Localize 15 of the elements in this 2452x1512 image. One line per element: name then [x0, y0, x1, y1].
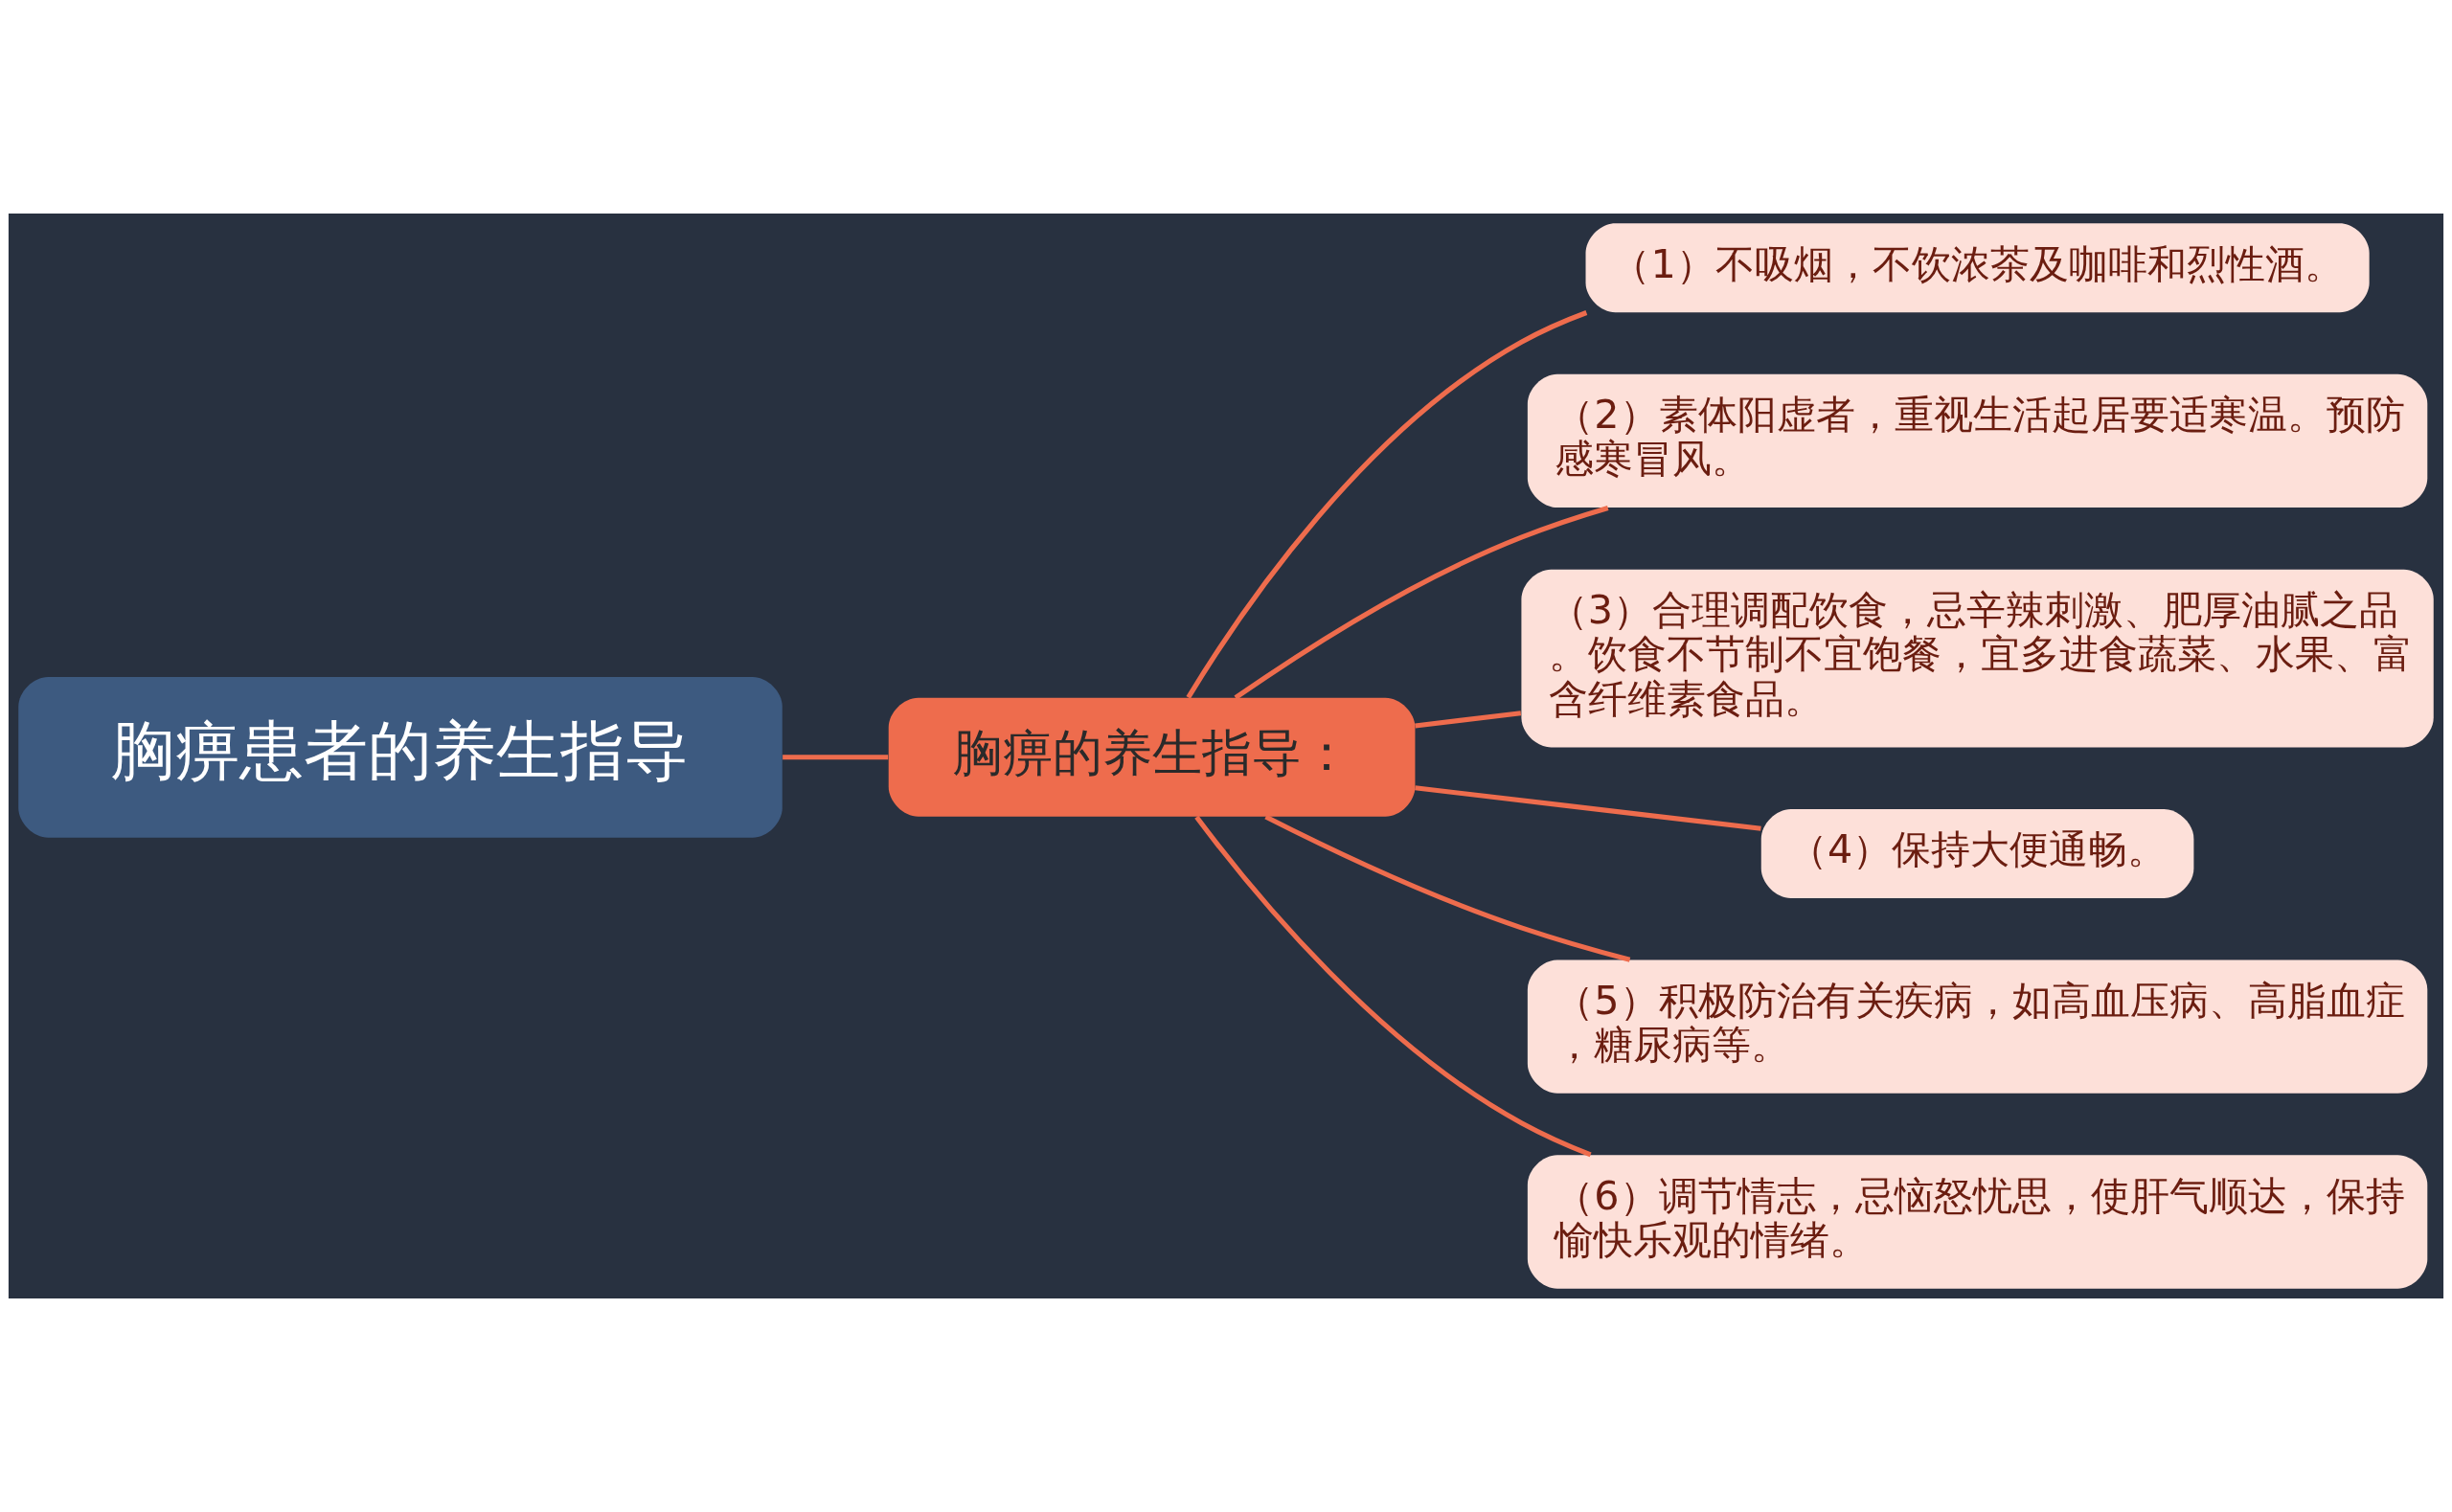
node-box: （2）素体阳虚者，重视生活起居要适寒温。预防感寒冒风。: [1527, 373, 2428, 508]
node-box: （3）合理调配饮食，忌辛辣刺激、肥厚油腻之品。饮食不节制不宜饱餐，宜多进食蔬菜、水果、富含纤维素食品。: [1521, 569, 2434, 748]
connector: [1234, 505, 1609, 700]
node-box: （6）调节情志，忌恼怒忧思，使肝气顺达，保持愉快乐观的情绪。: [1527, 1155, 2428, 1289]
node-box: 胸痹患者的养生指导: [18, 676, 783, 838]
connector: [1264, 814, 1631, 962]
connector: [1415, 711, 1522, 729]
connector: [1194, 815, 1592, 1158]
connector: [1186, 310, 1588, 699]
node-box: （5）积极防治有关疾病，如高血压病、高脂血症，糖尿病等。: [1527, 959, 2428, 1094]
connector: [1415, 785, 1761, 831]
node-box: （4）保持大便通畅。: [1760, 809, 2194, 898]
node-box: 胸痹的养生指导：: [888, 697, 1416, 817]
node-box: （1）不吸烟，不饮浓茶及咖啡和烈性酒。: [1585, 223, 2370, 313]
connector: [783, 755, 889, 760]
